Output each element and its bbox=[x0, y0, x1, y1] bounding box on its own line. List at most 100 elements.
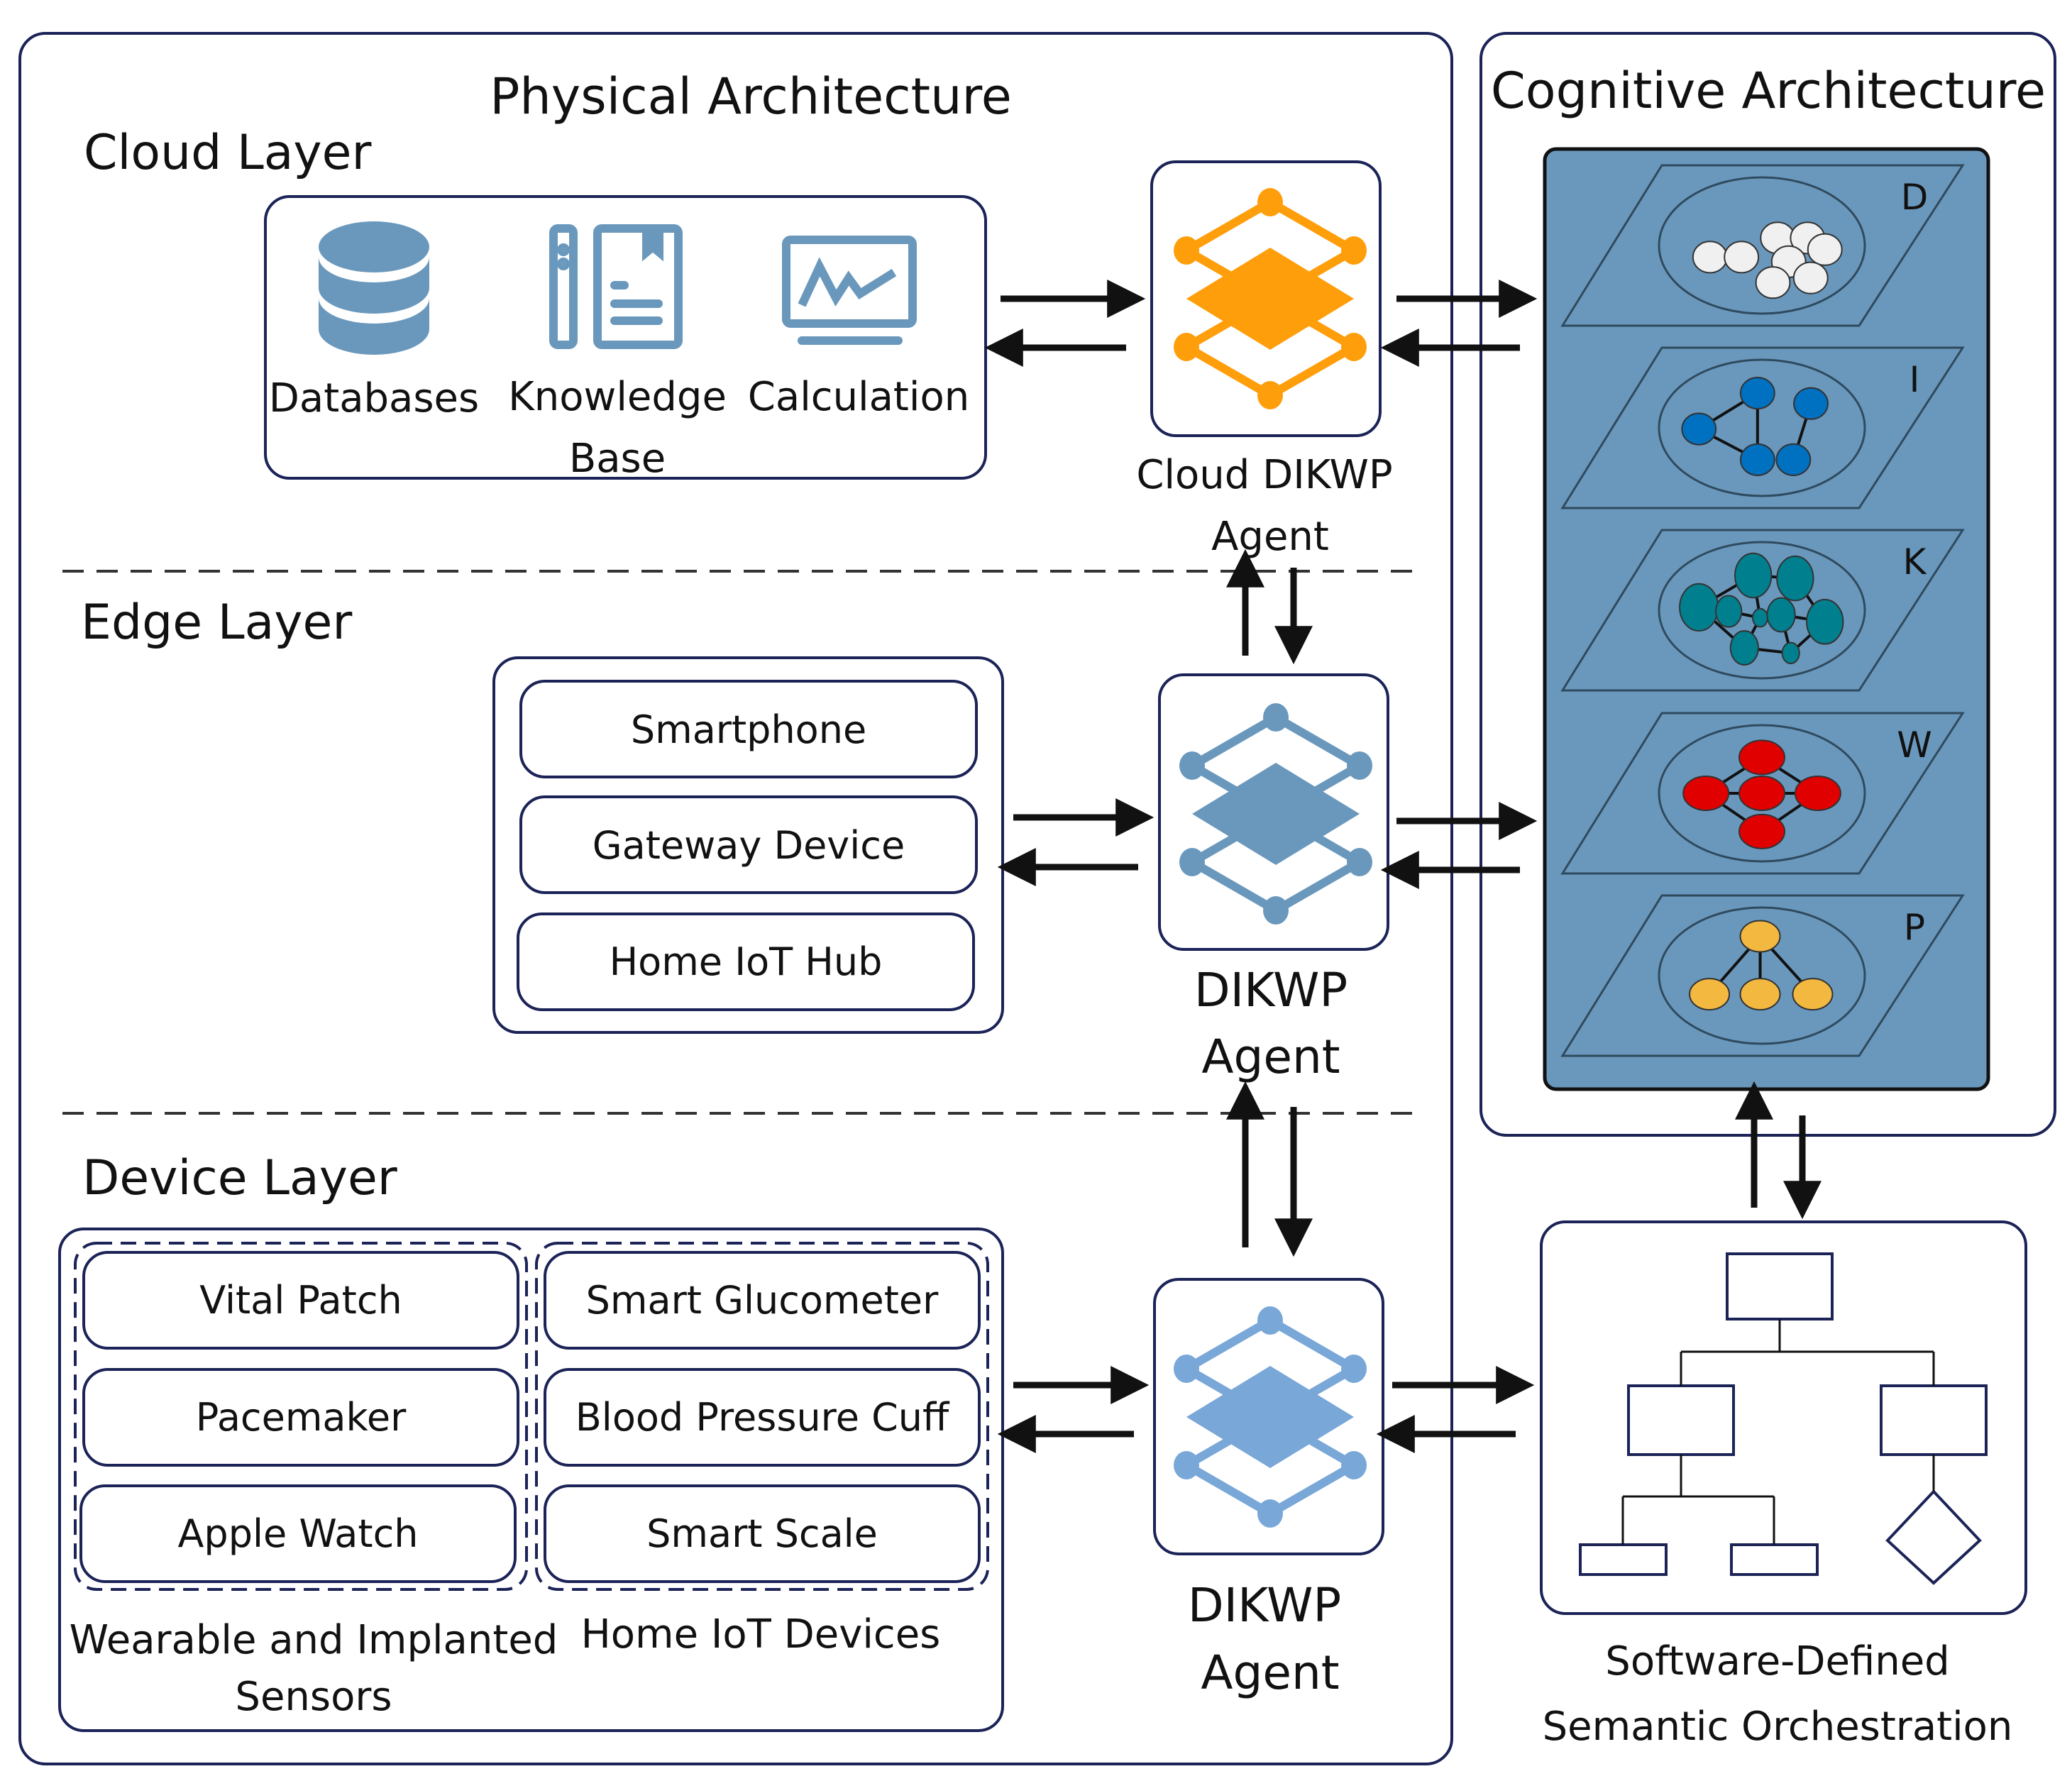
layer-plane bbox=[1560, 164, 1965, 327]
orchestration-label-line2: Semantic Orchestration bbox=[1543, 1704, 2013, 1750]
agent-node bbox=[1263, 896, 1289, 925]
agent-node bbox=[1179, 848, 1205, 876]
cloud-agent-label-line1: Cloud DIKWP bbox=[1136, 452, 1392, 498]
graph-node bbox=[1734, 552, 1773, 599]
calculation-label: Calculation bbox=[748, 374, 969, 420]
device-box bbox=[58, 1228, 1004, 1732]
dikwp-layer-purpose: P bbox=[1560, 894, 1965, 1057]
edge-device-item[interactable]: Smartphone bbox=[519, 680, 978, 778]
layer-boundary-ellipse bbox=[1658, 358, 1866, 497]
cloud-layer-label: Cloud Layer bbox=[84, 125, 371, 181]
agent-node bbox=[1174, 1451, 1199, 1479]
home-iot-devices-group bbox=[535, 1242, 989, 1591]
graph-node bbox=[1792, 978, 1834, 1011]
layer-letter-p: P bbox=[1904, 907, 1925, 948]
agent-core-diamond bbox=[1186, 1366, 1354, 1468]
layer-letter-k: K bbox=[1903, 541, 1927, 583]
wearable-sensor-item[interactable]: Vital Patch bbox=[82, 1251, 519, 1350]
graph-node bbox=[1751, 607, 1769, 628]
agent-node bbox=[1174, 333, 1199, 361]
agent-node bbox=[1257, 188, 1283, 216]
graph-node bbox=[1792, 261, 1829, 294]
wearable-sensor-item[interactable]: Pacemaker bbox=[82, 1368, 519, 1467]
graph-node bbox=[1755, 266, 1791, 299]
sensor-label: Apple Watch bbox=[177, 1511, 418, 1556]
graph-node bbox=[1806, 599, 1844, 645]
dikwp-layer-wisdom: W bbox=[1560, 712, 1965, 875]
graph-node bbox=[1739, 978, 1781, 1011]
layer-plane bbox=[1560, 894, 1965, 1057]
edge-dikwp-agent-icon bbox=[1179, 703, 1372, 925]
graph-node bbox=[1794, 776, 1841, 811]
physical-architecture-panel bbox=[18, 32, 1453, 1765]
orchestration-label-line1: Software-Defined bbox=[1605, 1638, 1949, 1684]
orchestration-tree-icon bbox=[1579, 1252, 1988, 1585]
graph-node bbox=[1793, 387, 1829, 420]
edge-device-item[interactable]: Home IoT Hub bbox=[517, 912, 975, 1011]
layer-plane bbox=[1560, 346, 1965, 509]
graph-node bbox=[1692, 241, 1728, 274]
cognitive-architecture-title: Cognitive Architecture bbox=[1491, 62, 2046, 120]
device-label: Smart Glucometer bbox=[586, 1278, 939, 1323]
graph-node bbox=[1679, 583, 1719, 632]
layer-letter-d: D bbox=[1901, 177, 1929, 218]
graph-node bbox=[1739, 376, 1775, 410]
layer-boundary-ellipse bbox=[1658, 176, 1866, 315]
dikwp-layer-information: I bbox=[1560, 346, 1965, 509]
edge-device-label: Gateway Device bbox=[593, 823, 905, 868]
device-agent-label-line2: Agent bbox=[1201, 1645, 1339, 1700]
knowledge-base-label-line1: Knowledge bbox=[508, 374, 727, 420]
dikwp-layer-knowledge: K bbox=[1560, 529, 1965, 692]
dikwp-layers-stack: D IK W P bbox=[1560, 164, 1965, 1057]
agent-node bbox=[1174, 236, 1199, 265]
agent-node bbox=[1347, 848, 1372, 876]
agent-core-diamond bbox=[1192, 763, 1360, 865]
edge-device-label: Home IoT Hub bbox=[610, 939, 883, 984]
device-dikwp-agent-icon bbox=[1174, 1306, 1367, 1528]
layer-letter-w: W bbox=[1897, 724, 1932, 766]
edge-agent-label-line1: DIKWP bbox=[1194, 963, 1348, 1018]
agent-node bbox=[1341, 1355, 1367, 1383]
graph-node bbox=[1689, 978, 1731, 1011]
wearable-sensor-item[interactable]: Apple Watch bbox=[79, 1484, 517, 1583]
graph-node bbox=[1766, 597, 1796, 633]
agent-node bbox=[1341, 333, 1367, 361]
edge-layer-label: Edge Layer bbox=[81, 595, 352, 651]
sensor-label: Vital Patch bbox=[199, 1278, 402, 1323]
agent-node bbox=[1341, 1451, 1367, 1479]
graph-node bbox=[1729, 630, 1759, 666]
home-iot-device-item[interactable]: Blood Pressure Cuff bbox=[544, 1368, 981, 1467]
agent-node bbox=[1341, 236, 1367, 265]
sensor-label: Pacemaker bbox=[196, 1395, 407, 1440]
home-iot-device-item[interactable]: Smart Scale bbox=[544, 1484, 981, 1583]
edge-device-item[interactable]: Gateway Device bbox=[519, 795, 978, 894]
agent-node bbox=[1263, 703, 1289, 732]
wearable-group-label-line2: Sensors bbox=[235, 1674, 392, 1720]
layer-boundary-ellipse bbox=[1658, 541, 1866, 680]
device-label: Blood Pressure Cuff bbox=[575, 1395, 950, 1440]
cloud-agent-label-line2: Agent bbox=[1211, 514, 1329, 560]
graph-node bbox=[1738, 739, 1785, 776]
cloud-dikwp-agent-icon bbox=[1174, 188, 1367, 409]
semantic-orchestration-box[interactable] bbox=[1540, 1220, 2027, 1615]
home-iot-device-item[interactable]: Smart Glucometer bbox=[544, 1251, 981, 1350]
agent-node bbox=[1347, 751, 1372, 780]
graph-node bbox=[1739, 920, 1781, 953]
graph-node bbox=[1724, 241, 1760, 274]
graph-node bbox=[1738, 776, 1785, 811]
graph-node bbox=[1681, 412, 1717, 446]
agent-node bbox=[1174, 1355, 1199, 1383]
layer-plane bbox=[1560, 712, 1965, 875]
knowledge-base-label-line2: Base bbox=[569, 436, 666, 482]
home-iot-group-label: Home IoT Devices bbox=[581, 1611, 941, 1658]
graph-node bbox=[1715, 595, 1743, 628]
device-label: Smart Scale bbox=[646, 1511, 878, 1556]
knowledge-base-icon bbox=[549, 224, 683, 349]
graph-node bbox=[1775, 443, 1812, 476]
wearable-sensors-group bbox=[74, 1242, 528, 1591]
agent-core-diamond bbox=[1186, 248, 1354, 350]
graph-node bbox=[1738, 813, 1785, 849]
edge-agent-label-line2: Agent bbox=[1201, 1030, 1340, 1084]
databases-label: Databases bbox=[269, 375, 479, 421]
